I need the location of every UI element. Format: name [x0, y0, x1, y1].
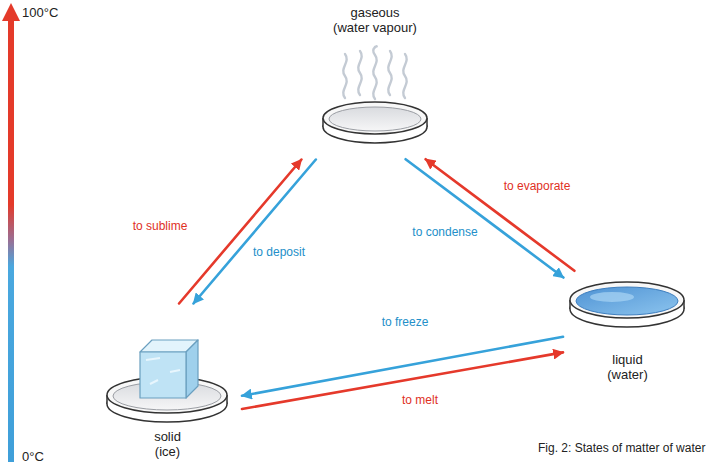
phase-arrow [242, 337, 563, 396]
state-node: gaseous (water vapour) [290, 2, 460, 158]
steam-wisp [358, 51, 361, 95]
process-label: to condense [410, 225, 479, 239]
temperature-label: 0°C [22, 449, 44, 464]
steam-wisp [388, 51, 391, 95]
state-node: liquid (water) [565, 272, 690, 385]
process-label: to deposit [251, 245, 307, 259]
temperature-scale [8, 18, 14, 462]
phase-arrow [179, 160, 301, 304]
cube-side [186, 340, 198, 398]
state-label: gaseous (water vapour) [332, 5, 418, 35]
process-label: to evaporate [502, 179, 573, 193]
cube-front [140, 352, 186, 398]
temperature-label: 100°C [22, 5, 58, 20]
petri-dish-ice [107, 340, 227, 422]
process-label: to freeze [380, 315, 431, 329]
petri-dish-water [570, 282, 684, 327]
phase-arrow [242, 352, 563, 409]
ice-cube [140, 340, 198, 398]
process-label: to sublime [131, 219, 190, 233]
connectors [179, 159, 574, 409]
process-label: to melt [400, 393, 440, 407]
steam-wisp [403, 54, 406, 98]
state-label: liquid (water) [603, 352, 653, 382]
water-shine [590, 292, 634, 302]
dish-floor [329, 107, 421, 131]
phase-arrow [406, 159, 564, 277]
phase-arrow [426, 159, 575, 271]
steam [343, 46, 406, 99]
cube-shine [146, 358, 180, 384]
petri-dish [323, 102, 427, 143]
dish-rim [570, 282, 684, 318]
water [576, 287, 678, 315]
state-node: solid (ice) [95, 305, 240, 462]
figure-caption: Fig. 2: States of matter of water [538, 441, 705, 455]
phase-arrow [193, 160, 315, 304]
steam-wisp [343, 54, 346, 98]
steam-wisp [373, 46, 376, 99]
temperature-bar [2, 3, 20, 462]
state-label: solid (ice) [148, 429, 188, 459]
temperature-arrowhead [2, 3, 20, 21]
dish-rim [323, 102, 427, 134]
